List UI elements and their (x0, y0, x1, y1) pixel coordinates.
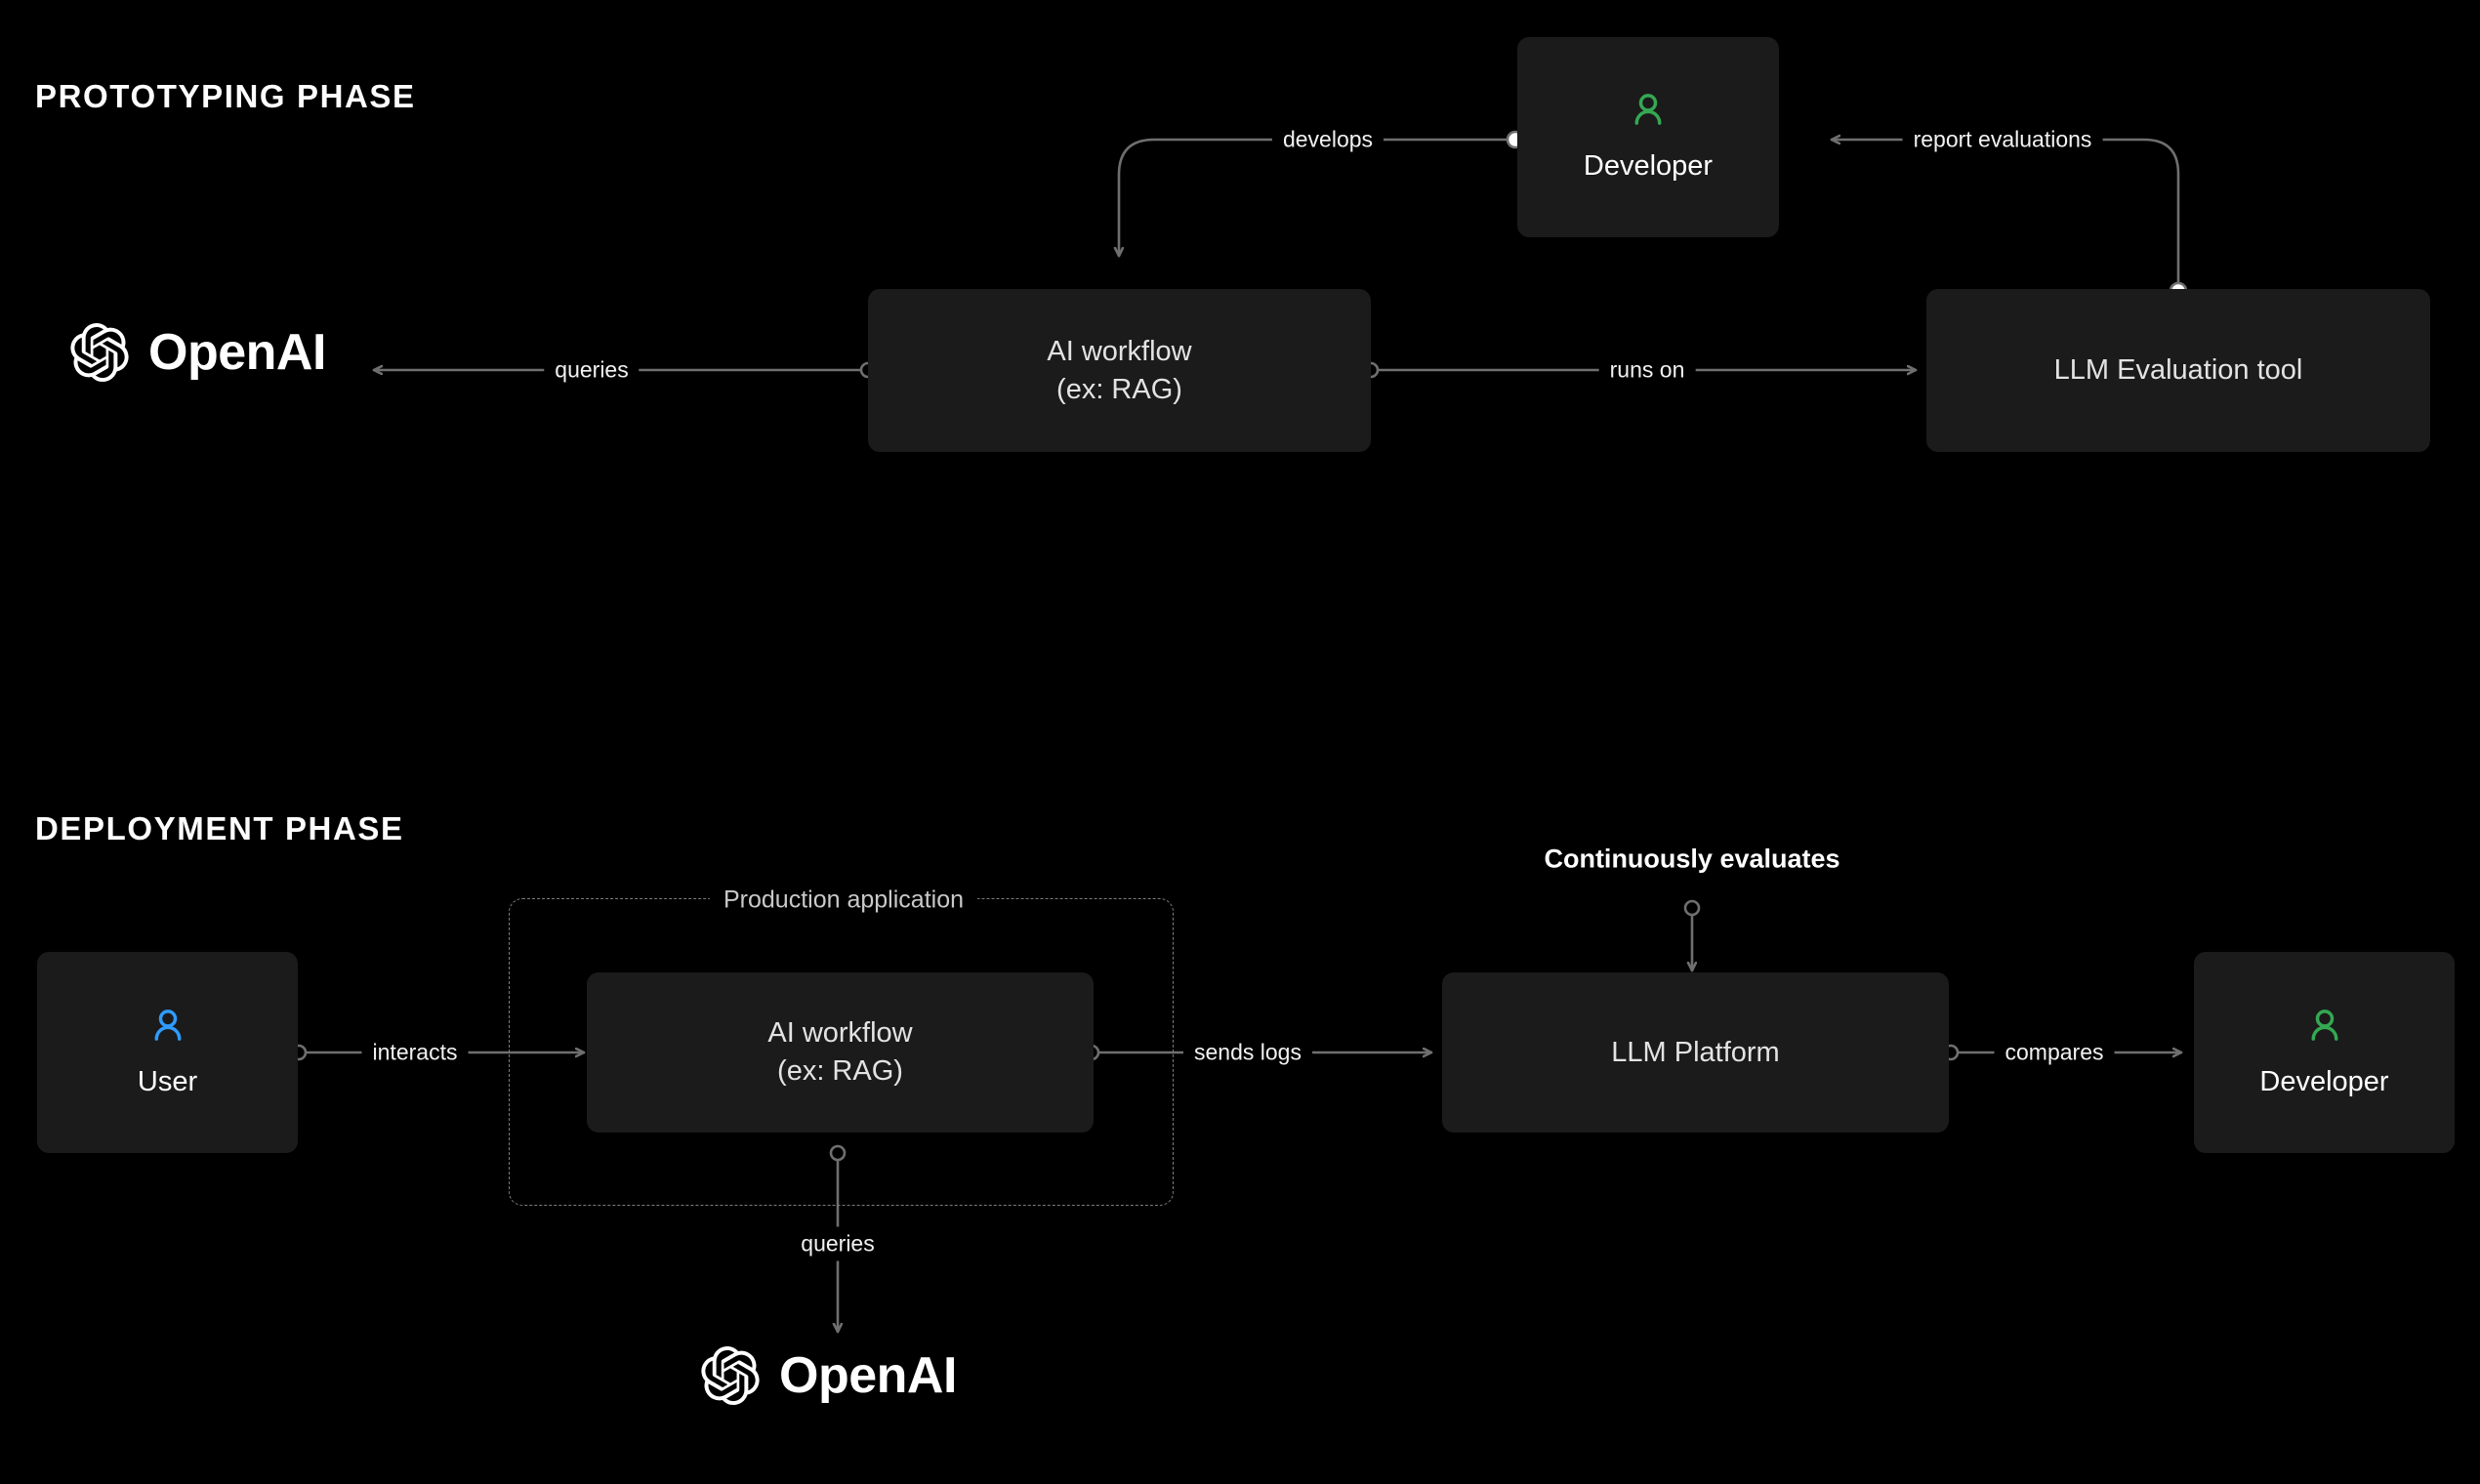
edge-develops (1119, 138, 1513, 258)
person-icon (1634, 94, 1662, 125)
phase-title-deployment: DEPLOYMENT PHASE (35, 810, 404, 846)
node-label: Developer (1583, 150, 1714, 183)
edge-label-report-evaluations: report evaluations (1902, 122, 2103, 157)
node-user[interactable]: User (37, 952, 298, 1153)
edge-label-runs-on: runs on (1598, 352, 1696, 388)
phase-title-prototyping: PROTOTYPING PHASE (35, 78, 416, 114)
person-icon (2311, 1009, 2337, 1041)
edge-label-compares: compares (1994, 1035, 2115, 1070)
node-ai-workflow-deployment[interactable]: AI workflow (ex: RAG) (587, 972, 1094, 1133)
openai-logo-icon (70, 323, 129, 383)
edge-label-queries-bottom: queries (790, 1226, 886, 1261)
node-llm-platform[interactable]: LLM Platform (1442, 972, 1949, 1133)
openai-logo-deployment: OpenAI (701, 1345, 957, 1406)
edge-label-sends-logs: sends logs (1183, 1035, 1312, 1070)
node-label: AI workflow (ex: RAG) (767, 1017, 913, 1087)
node-llm-evaluation-tool[interactable]: LLM Evaluation tool (1926, 289, 2430, 452)
edge-label-interacts: interacts (361, 1035, 469, 1070)
openai-logo-prototyping: OpenAI (70, 322, 326, 383)
edge-label-develops: develops (1271, 122, 1385, 157)
person-icon (154, 1009, 181, 1041)
node-label: Developer (2259, 1065, 2389, 1097)
edge-report-evaluations (1830, 140, 2180, 292)
node-label: LLM Platform (1611, 1036, 1780, 1068)
openai-logo-icon (701, 1346, 760, 1406)
openai-wordmark: OpenAI (779, 1347, 957, 1404)
openai-wordmark: OpenAI (148, 324, 326, 381)
node-ai-workflow-prototyping[interactable]: AI workflow (ex: RAG) (868, 289, 1371, 452)
node-label: LLM Evaluation tool (2053, 354, 2303, 387)
edge-label-continuously-evaluates: Continuously evaluates (1544, 844, 1840, 874)
group-title-production-application: Production application (710, 886, 977, 915)
edge-label-queries-top: queries (544, 352, 640, 388)
node-developer-deployment[interactable]: Developer (2194, 952, 2455, 1153)
node-label: AI workflow (ex: RAG) (1047, 335, 1192, 405)
node-label: User (137, 1065, 198, 1097)
node-developer-prototyping[interactable]: Developer (1517, 37, 1779, 237)
